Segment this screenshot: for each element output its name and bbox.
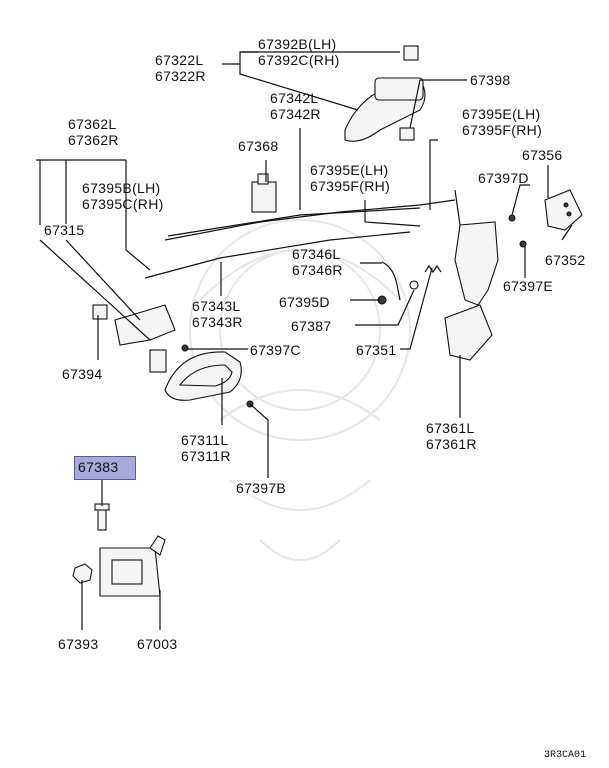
label-67397c[interactable]: 67397C [250,342,301,358]
nut-67393-shape [72,563,93,584]
pin-67383-shape [94,503,110,531]
label-67315[interactable]: 67315 [44,222,85,238]
label-67368[interactable]: 67368 [238,138,279,154]
label-67395e-top: 67395E(LH) [462,106,541,122]
label-67362-r: 67362R [68,132,119,148]
label-67346-r: 67346R [292,262,343,278]
label-67392[interactable]: 67392B(LH) 67392C(RH) [258,36,340,68]
label-67351[interactable]: 67351 [356,342,397,358]
highlight-box-67383 [74,456,136,480]
outside-handle-shape [344,45,426,142]
label-67395b: 67395B(LH) [82,180,161,196]
label-67392-rh: 67392C(RH) [258,52,340,68]
label-67342-r: 67342R [270,106,321,122]
bracket-67368-shape [251,173,277,213]
label-67397d[interactable]: 67397D [478,170,529,186]
screw-shapes [181,214,527,408]
rod-67343-shape [144,231,411,279]
spring-67346-shape [381,261,442,301]
lock-assembly-shape [444,189,499,361]
label-67395e-mid: 67395E(LH) [310,162,389,178]
label-67362-l: 67362L [68,116,117,132]
label-67343-r: 67343R [192,314,243,330]
label-67395ef-top[interactable]: 67395E(LH) 67395F(RH) [462,106,542,138]
label-67397b[interactable]: 67397B [236,480,287,496]
label-67343-l: 67343L [192,298,241,314]
label-67361-l: 67361L [426,420,475,436]
striker-shape [544,189,583,231]
label-67003[interactable]: 67003 [137,636,178,652]
label-67361-r: 67361R [426,436,477,452]
inside-handle-shape [164,351,242,401]
label-67311-r: 67311R [181,448,231,464]
leader-lines [36,51,573,630]
label-67346[interactable]: 67346L 67346R [292,246,343,278]
label-67395f-top: 67395F(RH) [462,122,543,138]
label-67383[interactable]: 67383 [78,459,119,475]
label-67311-l: 67311L [181,432,229,448]
label-67311[interactable]: 67311L 67311R [181,432,231,464]
label-67393[interactable]: 67393 [58,636,99,652]
label-67361[interactable]: 67361L 67361R [426,420,477,452]
label-67395ef-mid[interactable]: 67395E(LH) 67395F(RH) [310,162,390,194]
clip-67394-shape [92,304,108,320]
label-67322-l: 67322L [155,52,204,68]
latch-67315-shape [114,304,176,373]
label-67356[interactable]: 67356 [522,147,563,163]
label-67395c: 67395C(RH) [82,196,164,212]
label-67395f-mid: 67395F(RH) [310,178,391,194]
clip-67398-shape [399,127,415,141]
label-67322-r: 67322R [155,68,206,84]
label-67387[interactable]: 67387 [291,318,332,334]
label-67392-lh: 67392B(LH) [258,36,337,52]
label-67342-l: 67342L [270,90,319,106]
label-67322[interactable]: 67322L 67322R [155,52,206,84]
label-67346-l: 67346L [292,246,341,262]
rod-67342-shape [164,199,456,241]
watermark-crest [189,219,411,561]
label-67395bc[interactable]: 67395B(LH) 67395C(RH) [82,180,164,212]
label-67362[interactable]: 67362L 67362R [68,116,119,148]
label-67342[interactable]: 67342L 67342R [270,90,321,122]
label-67397e[interactable]: 67397E [503,278,554,294]
label-67343[interactable]: 67343L 67343R [192,298,243,330]
diagram-code: 3R3CA01 [544,750,587,761]
door-check-67003-shape [99,535,166,597]
label-67352[interactable]: 67352 [545,252,586,268]
label-67395d[interactable]: 67395D [279,294,330,310]
label-67394[interactable]: 67394 [62,366,103,382]
label-67398[interactable]: 67398 [470,72,511,88]
